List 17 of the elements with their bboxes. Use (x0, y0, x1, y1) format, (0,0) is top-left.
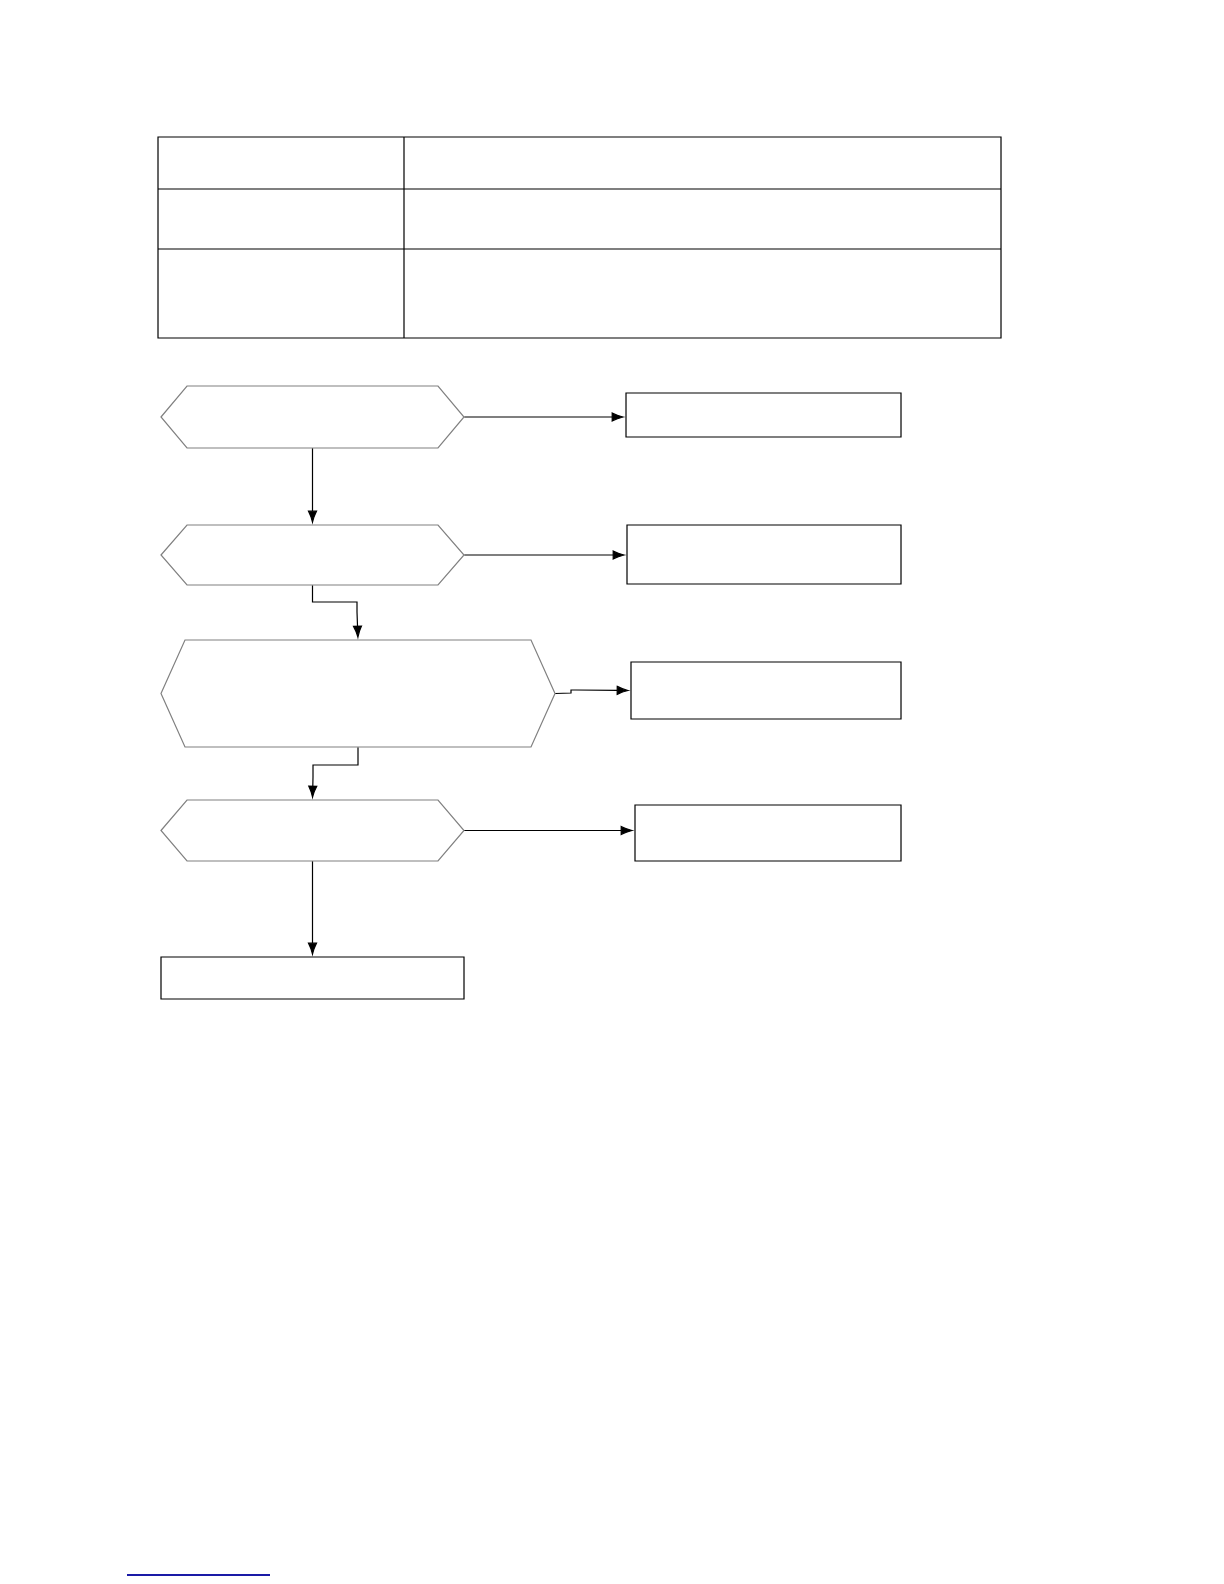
process-box (160, 956, 465, 1000)
process-box (630, 661, 902, 720)
arrow (554, 685, 629, 695)
arrow (307, 860, 318, 955)
arrow (463, 412, 624, 422)
hexagon-box (160, 385, 465, 449)
hexagon-box (160, 524, 465, 586)
process-box (634, 804, 902, 862)
arrow (308, 746, 359, 798)
arrow (463, 825, 633, 836)
arrow (311, 584, 363, 638)
process-box (626, 524, 902, 585)
hexagon-box (160, 639, 556, 748)
hexagon-box (160, 799, 465, 862)
arrow (463, 550, 625, 560)
arrow (307, 447, 318, 523)
process-box (625, 392, 902, 438)
